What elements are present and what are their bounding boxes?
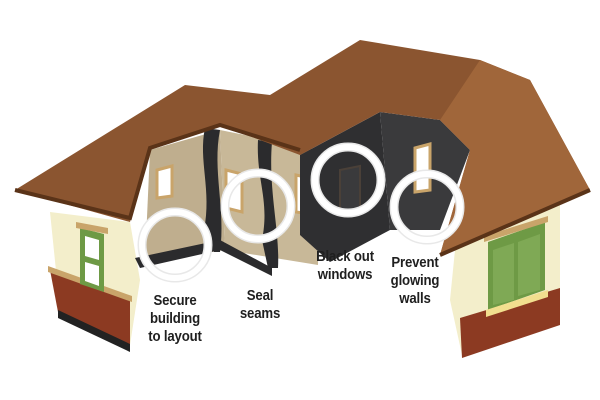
callout-circles [137, 142, 465, 283]
roof [15, 40, 590, 255]
left-brick-base [50, 270, 130, 345]
callout-prevent-glowing-walls: Prevent glowing walls [390, 254, 440, 307]
callout-black-out-windows: Black out windows [316, 248, 374, 283]
callout-secure-building: Secure building to layout [148, 292, 202, 345]
right-brick-base [460, 288, 560, 358]
callout-seal-seams: Seal seams [239, 287, 281, 322]
seal-seam-1 [202, 128, 222, 252]
